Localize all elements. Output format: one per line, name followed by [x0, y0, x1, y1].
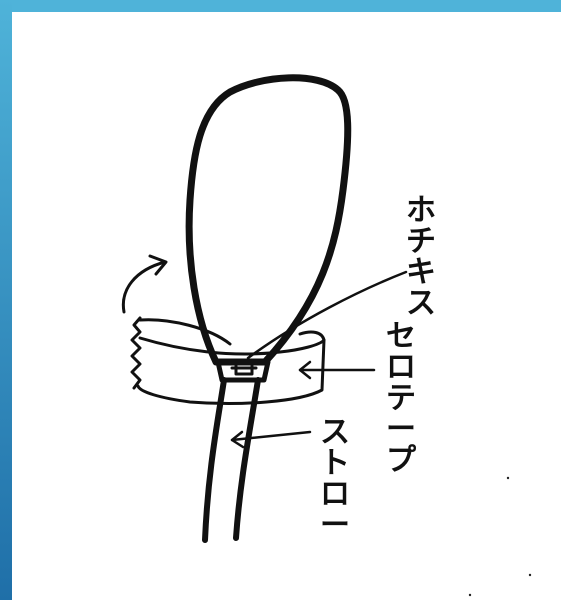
- paper-speck: [506, 476, 510, 480]
- paper-speck: [528, 573, 532, 577]
- paper-speck: [468, 593, 472, 597]
- tape-band-front: [136, 336, 326, 405]
- leader-straw-head: [230, 430, 245, 449]
- leader-tape-head: [298, 360, 312, 380]
- leader-straw: [230, 430, 312, 442]
- label-stapler: ホチキス: [406, 193, 436, 321]
- frame-left-edge: [0, 0, 12, 600]
- paper-sheet: [12, 12, 561, 600]
- wrap-arrow-head: [148, 254, 168, 276]
- tape-band-top: [138, 318, 326, 346]
- wrap-arrow-curve: [121, 260, 167, 314]
- straw-right-line: [233, 377, 261, 541]
- staple-mark: [230, 364, 258, 376]
- balloon-neck: [215, 359, 271, 383]
- straw-left-line: [202, 377, 227, 543]
- leader-stapler: [246, 270, 408, 360]
- balloon-outline: [185, 74, 352, 366]
- frame-top-edge: [0, 0, 561, 12]
- label-straw: ストロー: [320, 415, 350, 543]
- label-tape: セロテープ: [386, 319, 416, 478]
- tape-torn-edge: [130, 316, 142, 390]
